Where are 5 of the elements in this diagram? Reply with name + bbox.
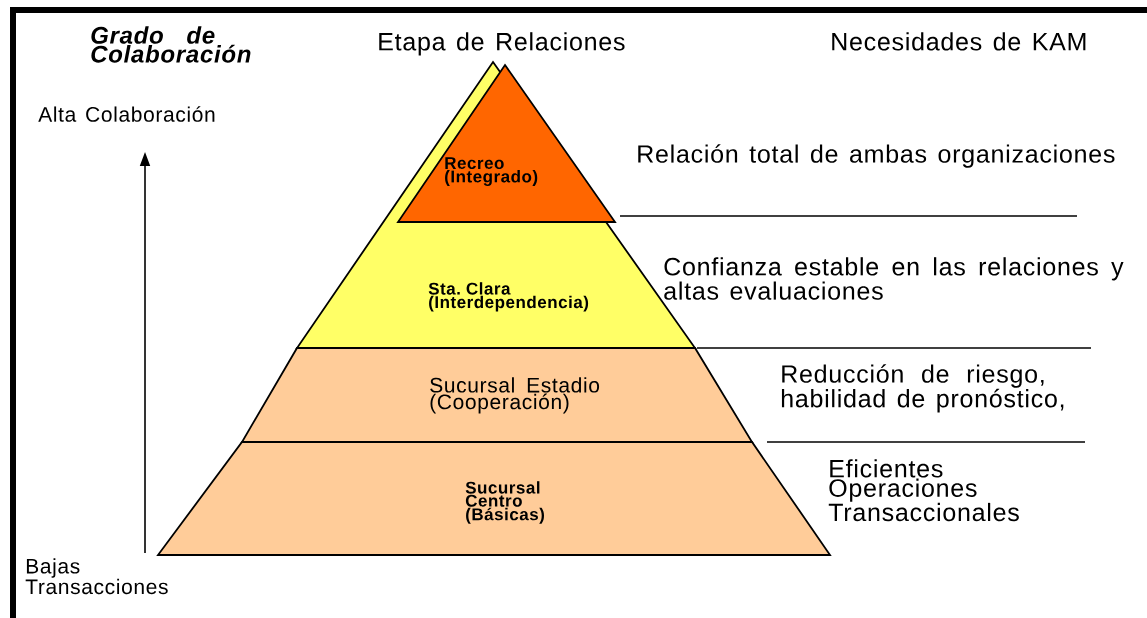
- text-label: Reducción de riesgo, habilidad de pronóstico,: [781, 364, 1064, 413]
- text-label: Bajas Transacciones: [25, 558, 168, 595]
- text-label: Grado de Colaboración: [91, 26, 251, 63]
- text-label: Alta Colaboración: [38, 106, 215, 122]
- text-label: Necesidades de KAM: [832, 32, 1086, 51]
